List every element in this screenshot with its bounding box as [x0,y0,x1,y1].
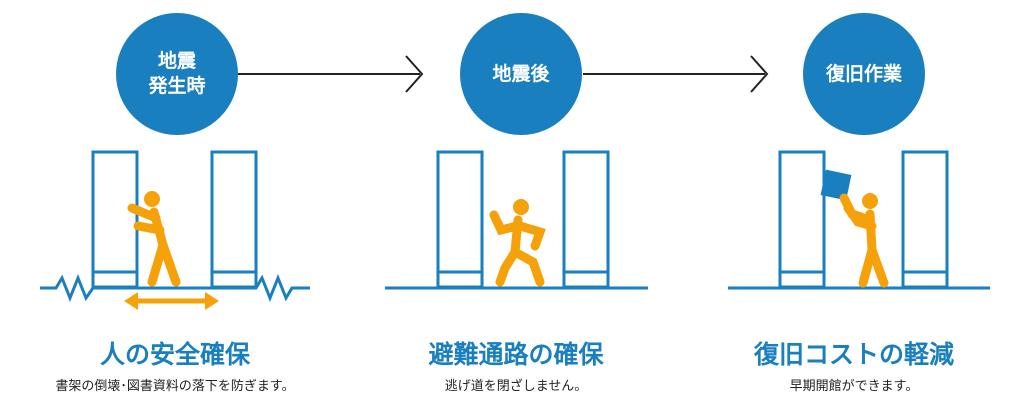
arrow-2 [583,55,769,93]
sway-double-arrow-icon [124,292,219,310]
stage-title-1: 人の安全確保 [99,340,250,369]
stage-caption-3: 早期開館ができます。 [789,379,919,394]
stage-label-3: 復旧作業 [825,62,902,85]
stage-label-2: 地震後 [492,62,550,85]
stage-caption-2: 逃げ道を閉ざしません。 [444,379,588,394]
arrow-1 [238,55,424,93]
stage-circle-2 [460,13,582,135]
person-pushing-icon [127,191,181,287]
stage-circle-1 [116,13,238,135]
person-lifting-icon [839,193,889,288]
stage-title-2: 避難通路の確保 [428,340,604,369]
stage-label-1: 地震 発生時 [148,50,206,97]
seismic-floor-line [40,273,310,303]
shelves-panel-2 [436,150,610,289]
person-running-icon [489,199,546,287]
shelves-panel-3 [778,150,949,289]
book-box-icon [820,169,852,201]
stage-circle-3 [803,13,925,135]
shelves-panel-1 [91,150,258,289]
stage-caption-1: 書架の倒壊･図書資料の落下を防ぎます。 [55,379,295,394]
stage-title-3: 復旧コストの軽減 [753,340,954,369]
